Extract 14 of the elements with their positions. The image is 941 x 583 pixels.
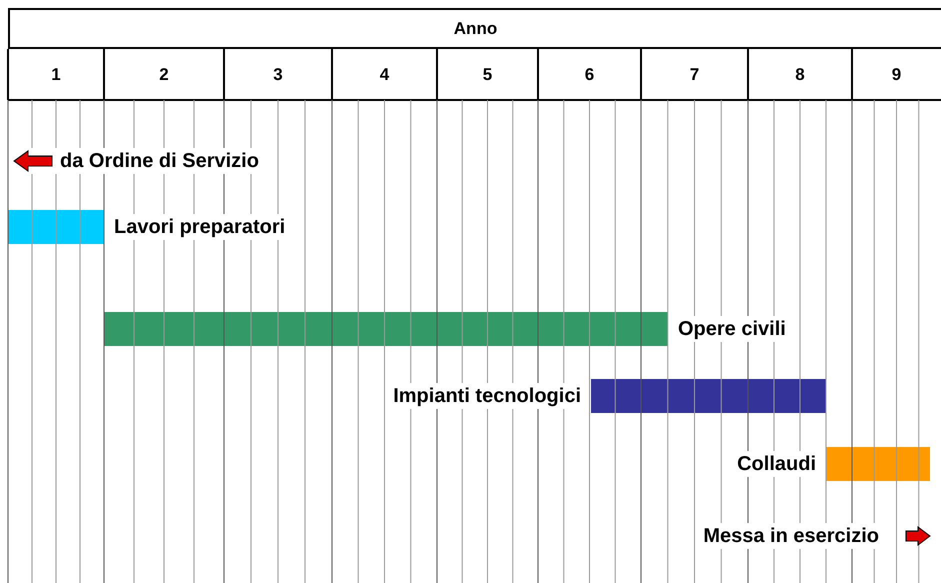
year-number: 7 [688, 64, 700, 86]
year-number: 1 [50, 64, 62, 86]
gantt-bar [826, 447, 930, 481]
gantt-bar [104, 312, 668, 346]
year-number: 3 [272, 64, 284, 86]
year-number: 9 [890, 64, 902, 86]
year-number: 2 [158, 64, 170, 86]
year-number: 4 [378, 64, 390, 86]
year-number: 8 [794, 64, 806, 86]
gantt-bar [8, 210, 104, 244]
header-cell: Anno [8, 8, 941, 49]
year-number: 5 [482, 64, 494, 86]
gantt-bar [591, 379, 826, 413]
year-number: 6 [584, 64, 596, 86]
